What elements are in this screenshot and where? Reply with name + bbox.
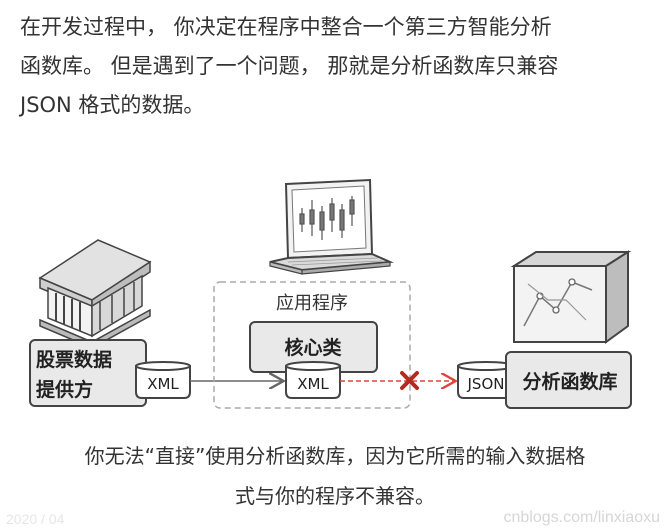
diagram-caption: 你无法“直接”使用分析函数库，因为它所需的输入数据格 式与你的程序不兼容。 [0, 436, 670, 516]
intro-line: 在开发过程中， 你决定在程序中整合一个第三方智能分析 [20, 15, 552, 39]
intro-line: 函数库。 但是遇到了一个问题， 那就是分析函数库只兼容 [20, 54, 559, 78]
package-box-icon [510, 250, 632, 344]
xml-label-provider: XML [147, 375, 179, 393]
library-label: 分析函数库 [522, 370, 617, 393]
error-x-icon [400, 371, 419, 390]
core-class-box: 核心类 [249, 321, 378, 373]
stock-data-provider-box: 股票数据 提供方 [29, 339, 147, 407]
core-class-label: 核心类 [284, 336, 341, 359]
provider-label-line1: 股票数据 [36, 348, 112, 371]
caption-line: 式与你的程序不兼容。 [235, 484, 435, 508]
caption-line: 你无法“直接”使用分析函数库，因为它所需的输入数据格 [84, 444, 586, 468]
provider-label-line2: 提供方 [36, 378, 93, 401]
xml-label-app: XML [297, 375, 329, 393]
application-container: 应用程序 [213, 281, 411, 409]
laptop-chart-icon [269, 178, 394, 275]
intro-line: JSON 格式的数据。 [20, 93, 205, 117]
analytics-library-box: 分析函数库 [505, 351, 632, 409]
json-label: JSON [467, 375, 505, 393]
app-label: 应用程序 [276, 293, 348, 314]
watermark: cnblogs.com/linxiaoxu [503, 509, 660, 526]
xml-document-provider: XML [135, 361, 191, 399]
xml-document-app: XML [285, 361, 341, 399]
intro-text: 在开发过程中， 你决定在程序中整合一个第三方智能分析 函数库。 但是遇到了一个问… [20, 8, 660, 125]
bank-building-icon [38, 239, 152, 349]
watermark-left: 2020 / 04 [6, 511, 65, 527]
